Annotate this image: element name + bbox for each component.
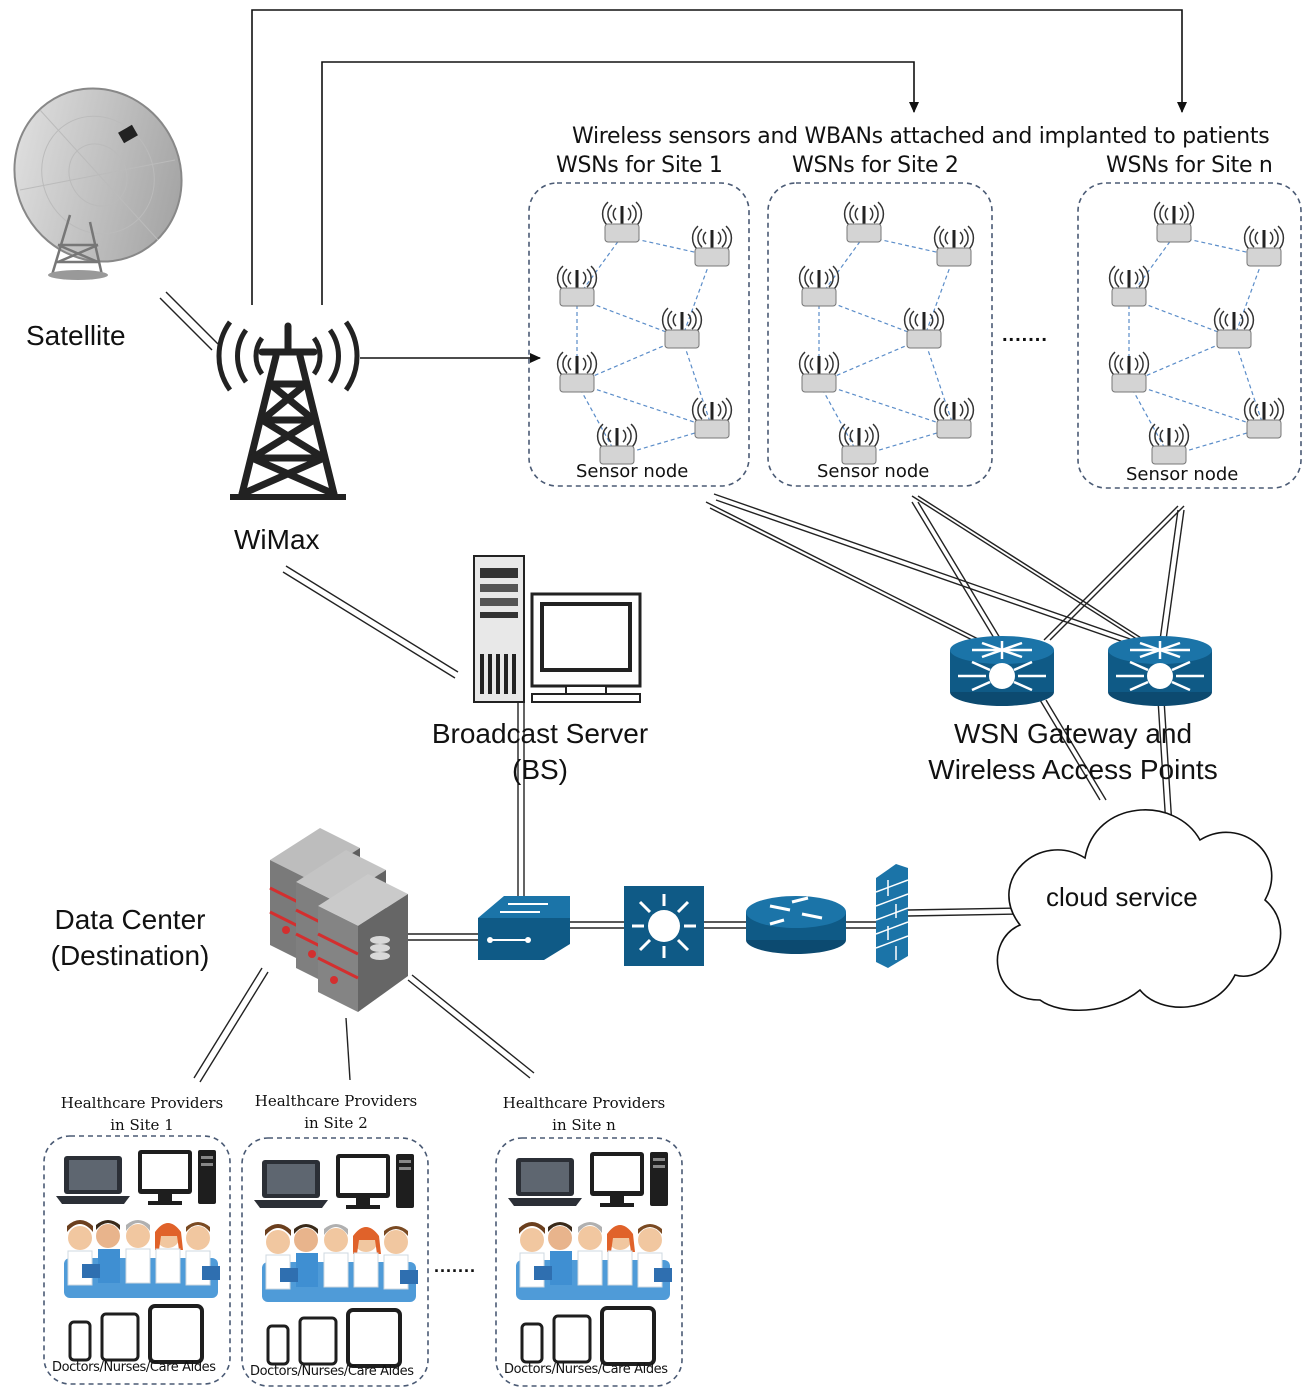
wsn-site-2-title: WSNs for Site 2 — [792, 153, 959, 178]
provider-site-1-title: Healthcare Providers in Site 1 — [44, 1092, 240, 1136]
provider-site-1-title-line1: Healthcare Providers — [60, 1094, 224, 1112]
broadcast-server-abbr: (BS) — [512, 754, 568, 785]
wsn-site-n-cluster — [1110, 202, 1284, 464]
provider-site-n-title-line1: Healthcare Providers — [502, 1094, 666, 1112]
provider-ellipsis: ....... — [434, 1256, 477, 1276]
provider-site-n-caption: Doctors/Nurses/Care Aides — [504, 1362, 668, 1377]
provider-site-1-devices — [54, 1148, 222, 1364]
wsn-header: Wireless sensors and WBANs attached and … — [572, 124, 1270, 149]
wireless-access-point-icon — [1106, 634, 1214, 708]
provider-site-2-title: Healthcare Providers in Site 2 — [238, 1090, 434, 1134]
wimax-label: WiMax — [234, 524, 320, 555]
provider-site-n-box — [495, 1137, 683, 1387]
provider-site-n-title: Healthcare Providers in Site n — [486, 1092, 682, 1136]
provider-site-n-devices — [506, 1150, 674, 1366]
data-center-icon — [269, 828, 408, 1012]
wsn-site-1-title: WSNs for Site 1 — [556, 153, 723, 178]
wsn-site-n-caption: Sensor node — [1126, 464, 1239, 485]
cloud-label: cloud service — [1046, 882, 1198, 912]
data-center-destination: (Destination) — [50, 940, 210, 971]
provider-site-1-box — [43, 1135, 231, 1385]
wsn-site-1-box — [528, 182, 750, 487]
cloud-icon — [996, 809, 1282, 1012]
provider-site-2-devices — [252, 1152, 420, 1368]
wsn-ellipsis: ....... — [1002, 324, 1048, 346]
provider-site-2-title-line1: Healthcare Providers — [254, 1092, 418, 1110]
server-computer-icon — [473, 555, 642, 703]
satellite-dish-icon — [13, 87, 183, 280]
broadcast-server-label: Broadcast Server — [431, 718, 649, 749]
wsn-site-2-box — [767, 182, 993, 487]
provider-site-n-title-line2: in Site n — [552, 1116, 616, 1134]
wsn-site-n-box — [1077, 182, 1302, 489]
wsn-site-n-title: WSNs for Site n — [1106, 153, 1273, 178]
provider-site-2-box — [241, 1137, 429, 1387]
provider-site-2-caption: Doctors/Nurses/Care Aides — [250, 1364, 414, 1379]
firewall-icon — [875, 864, 909, 968]
provider-site-1-caption: Doctors/Nurses/Care Aides — [52, 1360, 216, 1375]
wsn-site-1-caption: Sensor node — [576, 461, 689, 482]
layer3-switch-icon — [624, 886, 704, 966]
data-center-label: Data Center — [54, 904, 206, 935]
provider-site-2-title-line2: in Site 2 — [304, 1114, 368, 1132]
switch-icon — [478, 896, 570, 960]
gateway-label: WSN Gateway and — [953, 718, 1193, 749]
wsn-site-2-cluster — [800, 202, 974, 464]
access-points-label: Wireless Access Points — [928, 754, 1218, 785]
wsn-site-2-caption: Sensor node — [817, 461, 930, 482]
provider-site-1-title-line2: in Site 1 — [110, 1116, 174, 1134]
wsn-gateway-icon — [948, 634, 1056, 708]
wsn-site-1-cluster — [558, 202, 732, 464]
wimax-tower-icon — [216, 320, 360, 500]
satellite-label: Satellite — [26, 320, 126, 351]
router-icon — [746, 896, 846, 954]
